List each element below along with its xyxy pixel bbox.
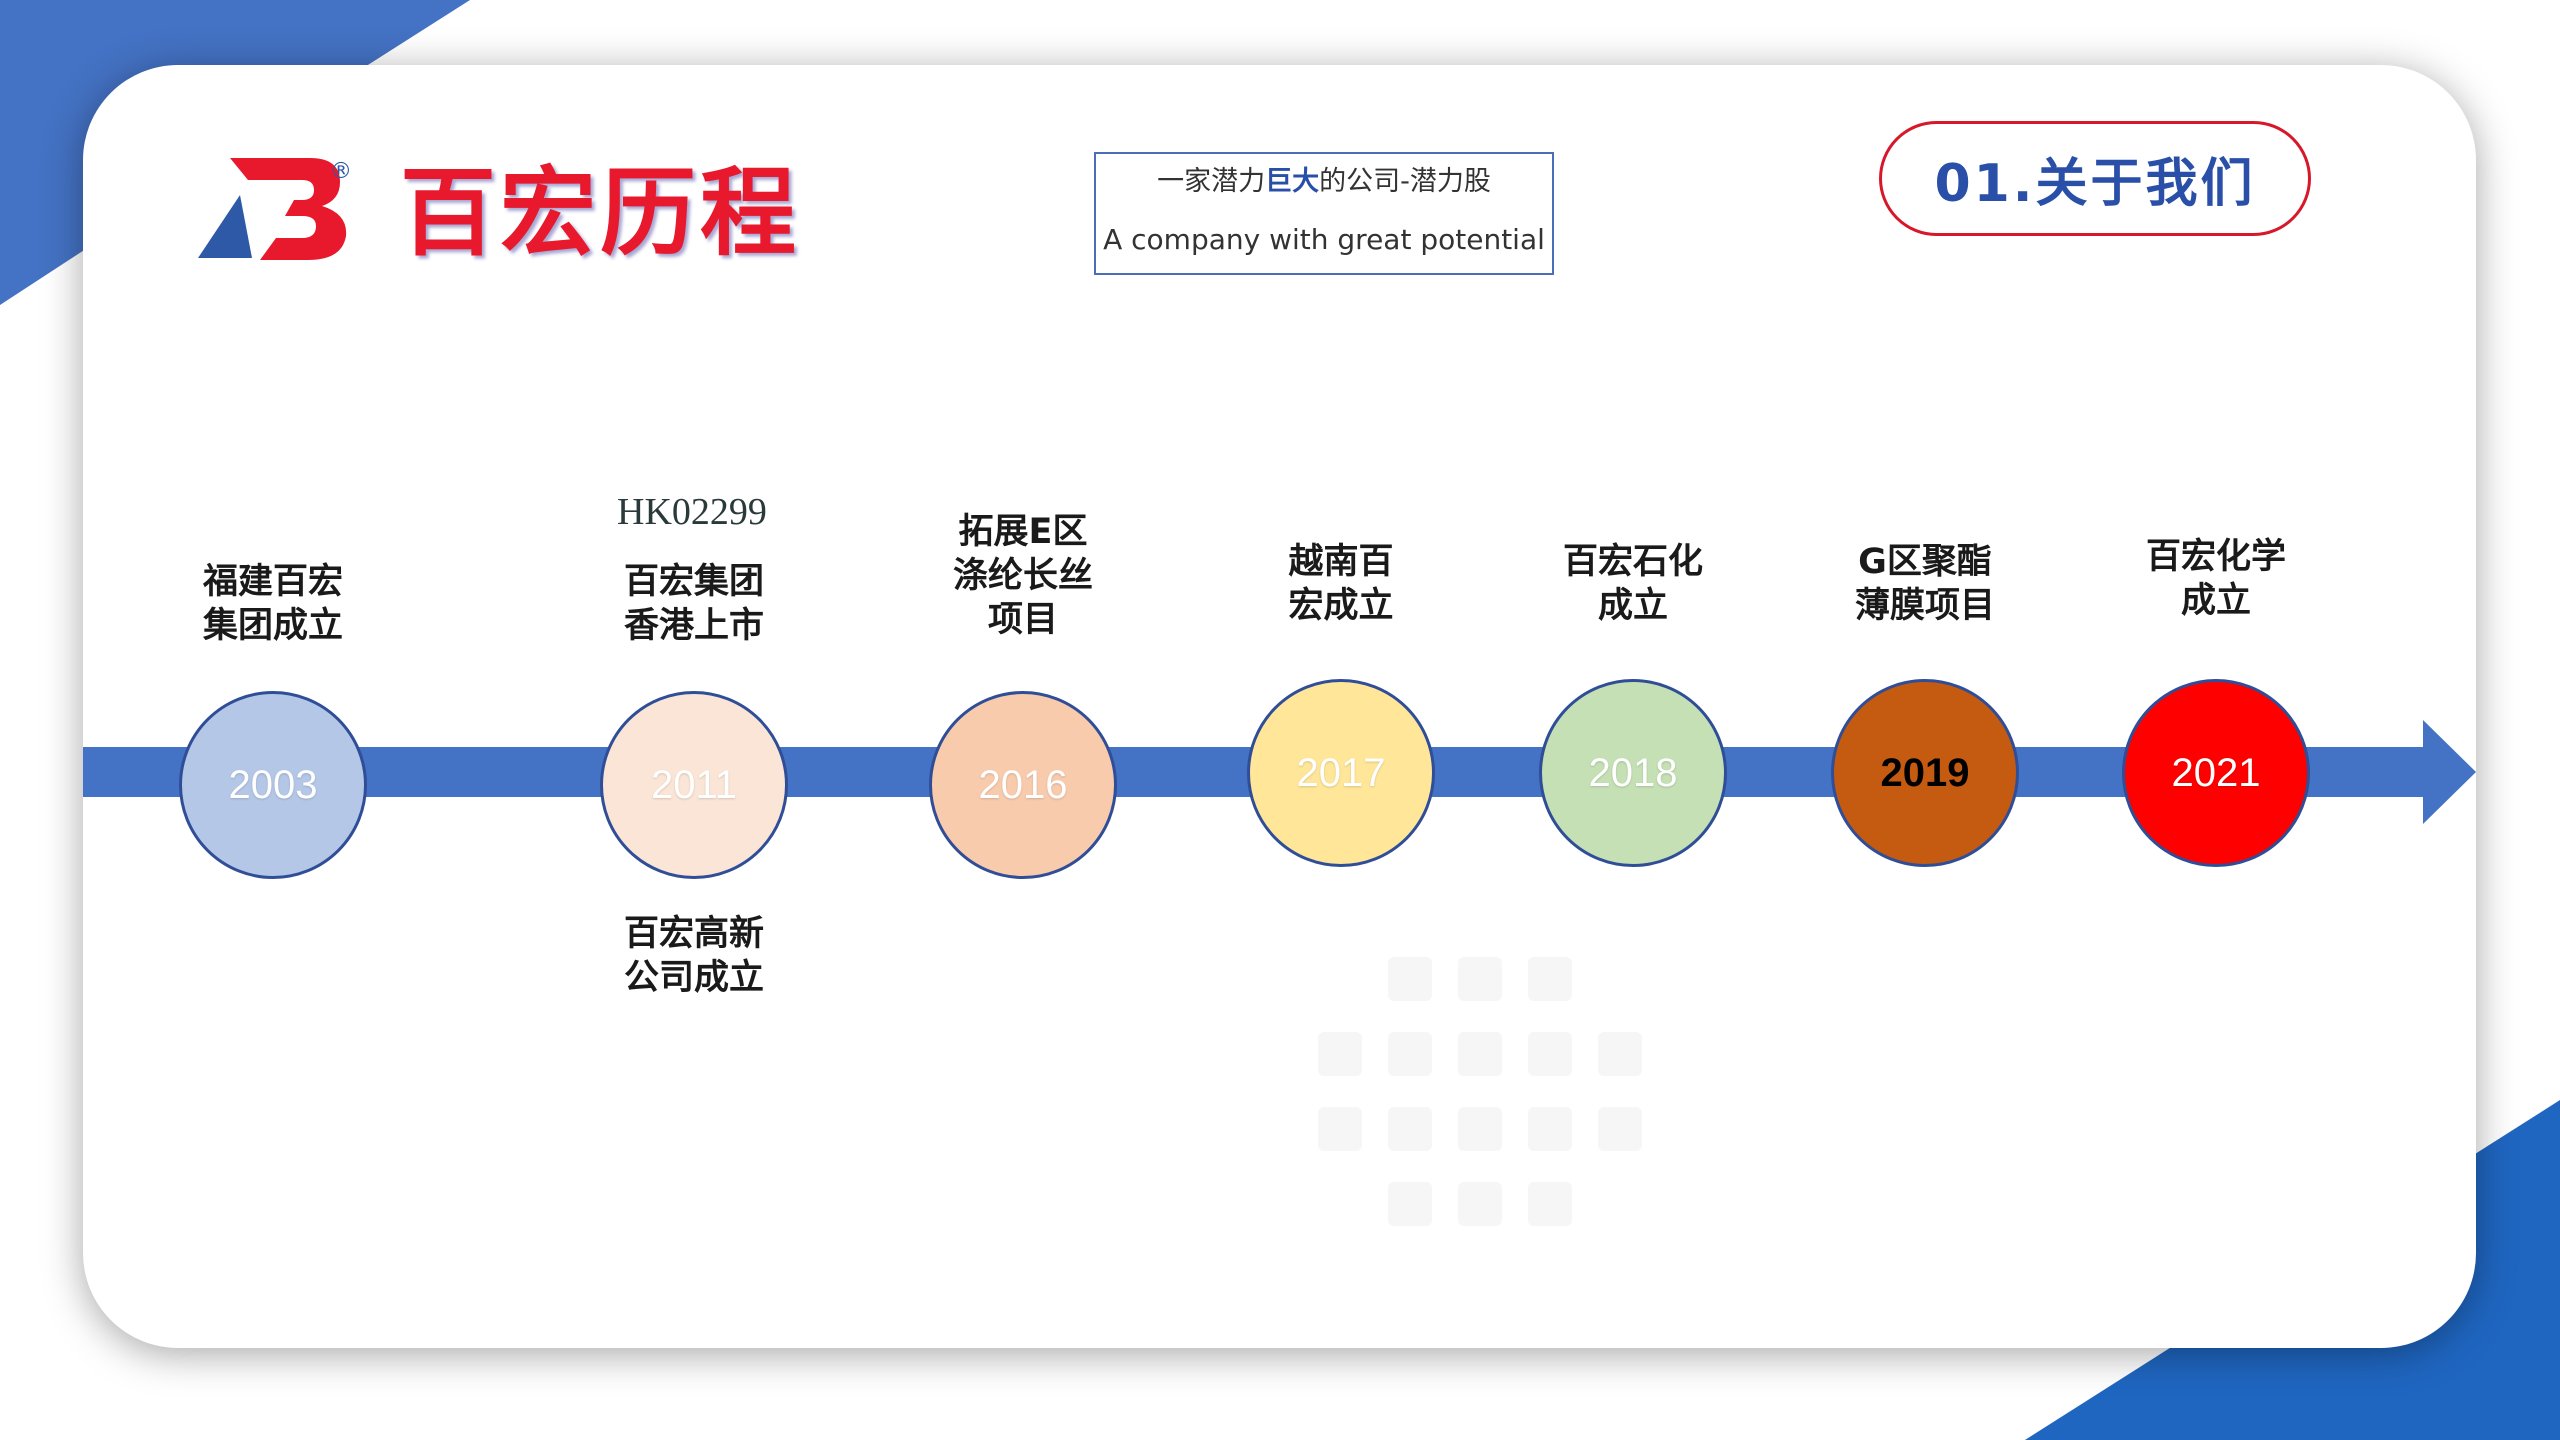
year-circle-2016: 2016 (929, 691, 1117, 879)
stock-code: HK02299 (617, 491, 767, 533)
slogan-english: A company with great potential (1103, 223, 1545, 256)
year-circle-2003: 2003 (179, 691, 367, 879)
page-title: 百宏历程 (400, 157, 800, 269)
registered-mark: ® (330, 159, 352, 184)
year-circle-2021: 2021 (2122, 679, 2310, 867)
event-label-2016: 拓展E区 涤纶长丝 项目 (952, 512, 1093, 640)
event-label-2011: 百宏集团 香港上市 (623, 562, 764, 646)
year-circle-2017: 2017 (1247, 679, 1435, 867)
year-circle-2018: 2018 (1539, 679, 1727, 867)
section-badge: 01.关于我们 (1879, 121, 2311, 236)
company-logo: ® (198, 158, 352, 260)
event-label-2017: 越南百 宏成立 (1288, 542, 1394, 626)
event-label-2011-below: 百宏高新 公司成立 (623, 914, 764, 998)
slogan-chinese: 一家潜力巨大的公司-潜力股 (1157, 166, 1491, 197)
year-circle-2011: 2011 (600, 691, 788, 879)
event-label-2019: G区聚酯 薄膜项目 (1854, 542, 1995, 626)
event-label-2003: 福建百宏 集团成立 (202, 562, 343, 646)
watermark-grid (1318, 957, 1642, 1226)
event-label-2018: 百宏石化 成立 (1562, 542, 1703, 626)
slogan-box: 一家潜力巨大的公司-潜力股 A company with great poten… (1094, 152, 1554, 275)
event-label-2021: 百宏化学 成立 (2145, 537, 2286, 621)
year-circle-2019: 2019 (1831, 679, 2019, 867)
